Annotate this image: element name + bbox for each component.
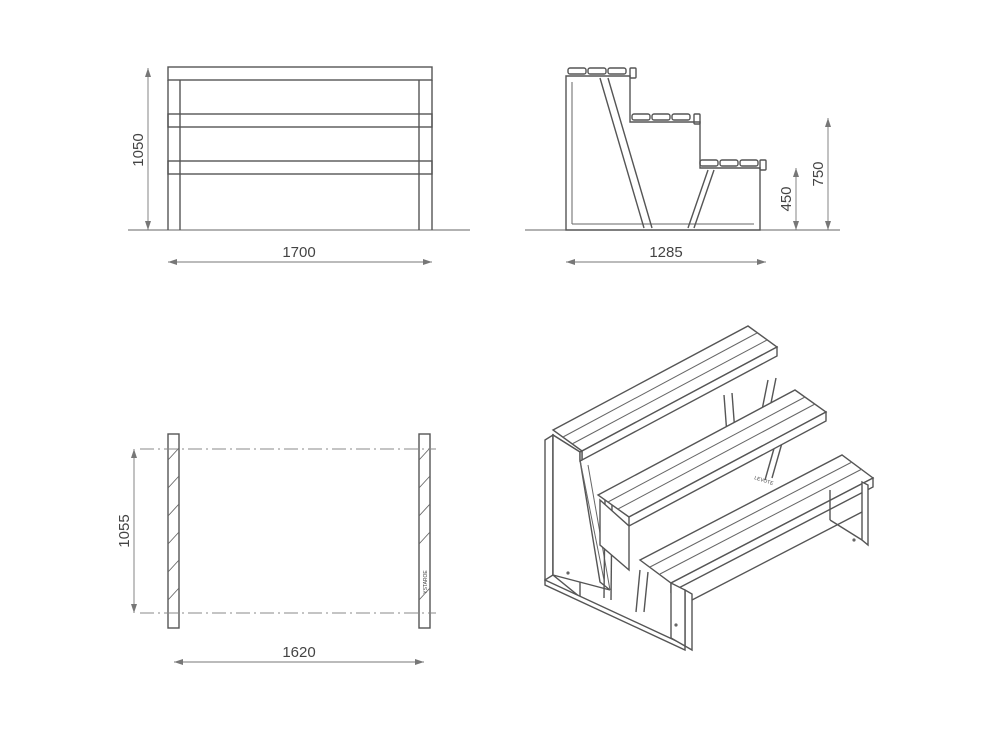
front-width-label: 1700	[282, 244, 315, 261]
plan-view: YSTAROE 1055 1620	[116, 433, 436, 665]
side-depth-label: 1285	[649, 244, 682, 261]
plan-depth-label: 1055	[116, 514, 133, 547]
isometric-view: LEVOTE	[544, 325, 875, 652]
side-view: 450 750 1285	[525, 67, 840, 265]
front-height-label: 1050	[130, 133, 147, 166]
plan-width-label: 1620	[282, 644, 315, 661]
side-step2-height-label: 750	[810, 161, 827, 186]
side-step1-height-label: 450	[778, 186, 795, 211]
iso-logo-label: LEVOTE	[753, 475, 774, 487]
front-view: 1050 1700	[128, 66, 470, 265]
plan-stamp-label: YSTAROE	[423, 570, 429, 594]
